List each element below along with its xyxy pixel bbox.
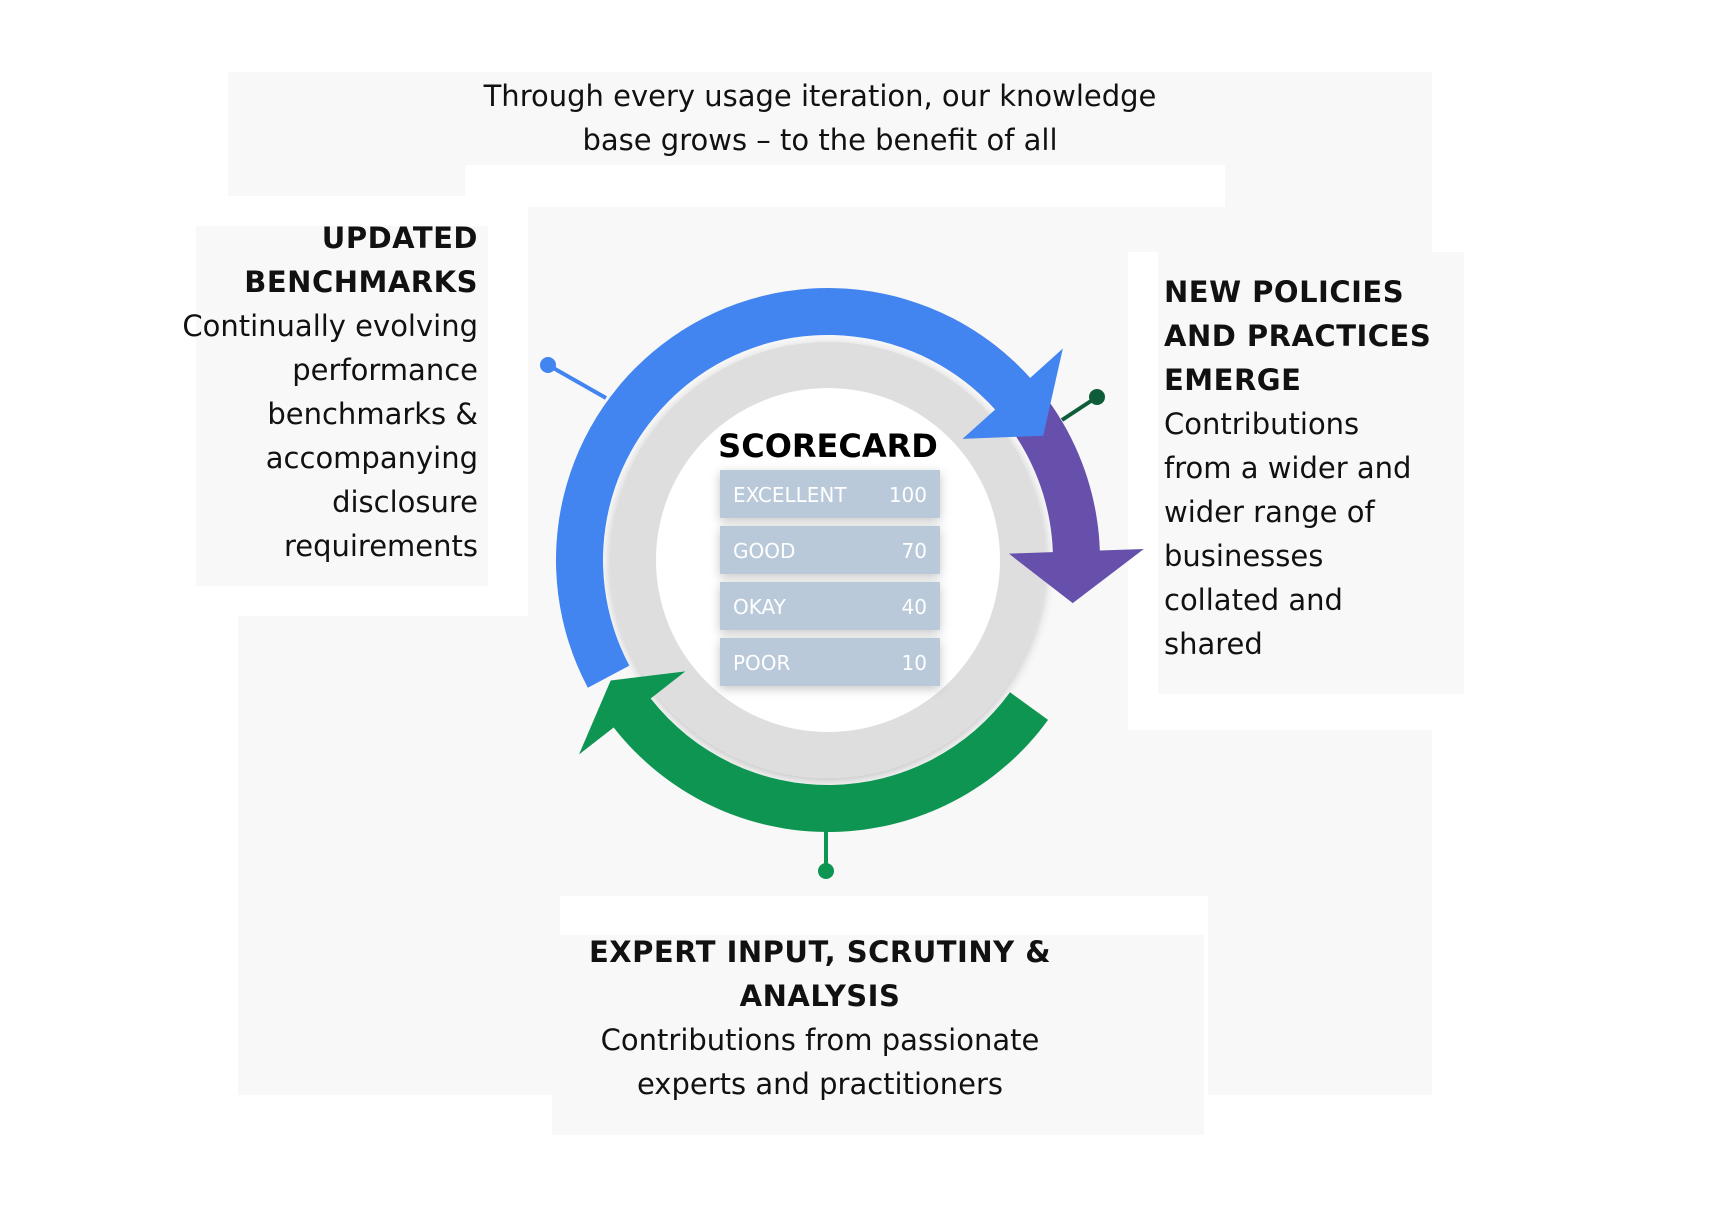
scorecard-row-label: EXCELLENT xyxy=(733,483,847,507)
intro-text: Through every usage iteration, our knowl… xyxy=(440,74,1200,162)
blue-arrow xyxy=(555,287,1063,688)
left-panel xyxy=(196,226,488,586)
scorecard-row-background xyxy=(720,470,940,518)
cycle-arrows xyxy=(555,287,1144,832)
right-body-line: from a wider and xyxy=(1164,451,1412,485)
left-body-line: disclosure xyxy=(332,485,478,519)
bottom-block: EXPERT INPUT, SCRUTINY & ANALYSIS Contri… xyxy=(560,930,1080,1106)
left-body-line: accompanying xyxy=(265,441,478,475)
bottom-body-line-2: experts and practitioners xyxy=(636,1067,1004,1101)
scorecard-row-value: 40 xyxy=(902,595,927,619)
intro-line-2: base grows – to the benefit of all xyxy=(582,123,1058,157)
scorecard-row: EXCELLENT 100 xyxy=(720,470,940,518)
left-block: UPDATED BENCHMARKS Continually evolving … xyxy=(150,216,478,568)
right-body-line: wider range of xyxy=(1164,495,1375,529)
right-heading-line: AND PRACTICES xyxy=(1164,319,1432,353)
scorecard-row-value: 100 xyxy=(889,483,927,507)
connector-right xyxy=(1060,389,1105,422)
scorecard-row-label: POOR xyxy=(733,651,791,675)
scorecard-row: POOR 10 xyxy=(720,638,940,686)
scorecard-row-label: OKAY xyxy=(733,595,787,619)
connector-bottom xyxy=(818,830,834,879)
scorecard-row-value: 10 xyxy=(902,651,927,675)
scorecard-row-background xyxy=(720,638,940,686)
scorecard-row-background xyxy=(720,526,940,574)
right-body-line: Contributions xyxy=(1164,407,1360,441)
bottom-body-line-1: Contributions from passionate xyxy=(600,1023,1040,1057)
right-heading-line: EMERGE xyxy=(1164,363,1302,397)
right-block: NEW POLICIES AND PRACTICES EMERGE Contri… xyxy=(1164,270,1464,666)
right-heading-line: NEW POLICIES xyxy=(1164,275,1405,309)
intro-line-1: Through every usage iteration, our knowl… xyxy=(483,79,1157,113)
intro-underlay xyxy=(465,165,1225,207)
left-body-line: Continually evolving xyxy=(182,309,478,343)
scorecard-row: OKAY 40 xyxy=(720,582,940,630)
scorecard-title: SCORECARD xyxy=(718,427,938,465)
bottom-panel xyxy=(552,935,1204,1135)
green-arrow xyxy=(578,671,1049,832)
right-body-line: businesses xyxy=(1164,539,1324,573)
left-heading-line-1: UPDATED xyxy=(321,221,478,255)
connector-left xyxy=(540,357,607,400)
scorecard-row-label: GOOD xyxy=(733,539,795,563)
bottom-heading-line-2: ANALYSIS xyxy=(739,979,901,1013)
scorecard-row-background xyxy=(720,582,940,630)
scorecard-row: GOOD 70 xyxy=(720,526,940,574)
right-panel xyxy=(1158,252,1464,694)
left-heading-line-2: BENCHMARKS xyxy=(244,265,478,299)
bottom-heading-line-1: EXPERT INPUT, SCRUTINY & xyxy=(588,935,1052,969)
scorecard-row-value: 70 xyxy=(902,539,927,563)
left-body-line: performance xyxy=(292,353,478,387)
left-body-line: requirements xyxy=(283,529,478,563)
right-body-line: collated and xyxy=(1164,583,1343,617)
left-body-line: benchmarks & xyxy=(267,397,478,431)
right-body-line: shared xyxy=(1164,627,1263,661)
